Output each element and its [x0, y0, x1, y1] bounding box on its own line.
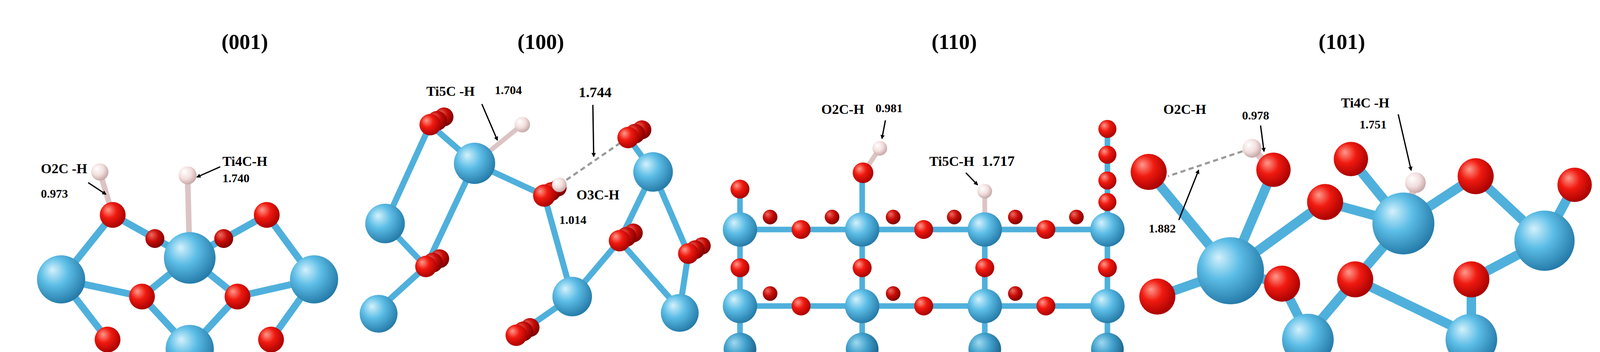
bond-length: 0.981 — [875, 101, 903, 116]
bond-length: 1.740 — [222, 172, 250, 186]
bond-label: O2C -H — [40, 161, 88, 177]
bond-label: Ti5C -H — [426, 83, 475, 99]
bond-length: 1.704 — [494, 83, 522, 98]
surface-001 — [36, 163, 339, 352]
panel-title: (100) — [517, 30, 565, 54]
panel-title: (101) — [1318, 30, 1366, 54]
bond-label: Ti4C -H — [1341, 95, 1390, 111]
surface-101 — [1130, 138, 1592, 352]
surface-100 — [359, 107, 711, 347]
bond-label: O3C-H — [576, 187, 620, 203]
bond-length: 0.973 — [40, 187, 68, 201]
bond-length: 0.978 — [1242, 109, 1270, 123]
surface-110 — [722, 120, 1125, 352]
bond-length: 1.014 — [559, 213, 587, 228]
bond-length: 1.882 — [1148, 222, 1176, 236]
bond-length: 1.751 — [1359, 118, 1387, 132]
leader-arrows — [88, 104, 1412, 221]
bond-length: 1.744 — [578, 84, 612, 101]
bond-label: O2C-H — [1163, 101, 1207, 118]
bond-label: Ti4C-H — [222, 154, 268, 170]
panel-title: (001) — [221, 30, 269, 54]
bond-length: 1.717 — [981, 153, 1015, 170]
bond-label: Ti5C-H — [929, 154, 975, 170]
panel-title: (110) — [931, 30, 978, 54]
bond-label: O2C-H — [821, 101, 865, 118]
